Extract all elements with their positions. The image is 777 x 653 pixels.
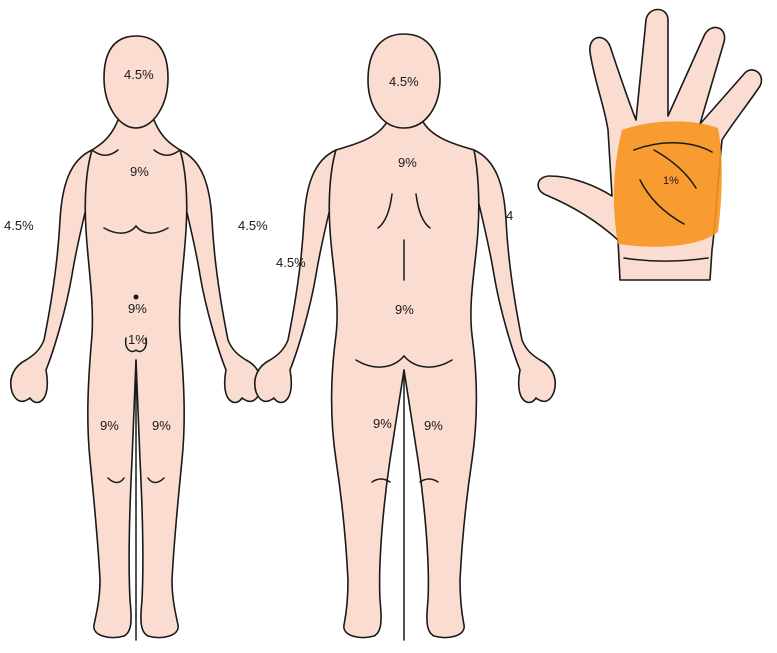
- front-head-label: 4.5%: [124, 68, 154, 81]
- back-leg-right-label: 9%: [373, 417, 392, 430]
- palm-figure: [538, 10, 761, 281]
- back-arm-right: [255, 150, 336, 403]
- front-arm-left: [180, 150, 261, 403]
- front-arm-left-label: 4.5%: [238, 219, 268, 232]
- front-genitals-label: 1%: [128, 333, 147, 346]
- back-lower-back-label: 9%: [395, 303, 414, 316]
- front-chest-label: 9%: [130, 165, 149, 178]
- back-leg-left-label: 9%: [424, 419, 443, 432]
- front-leg-right-label: 9%: [100, 419, 119, 432]
- palm-label: 1%: [663, 176, 679, 187]
- front-arm-right: [11, 150, 92, 403]
- front-navel: [134, 295, 139, 300]
- back-figure: [255, 34, 555, 640]
- back-arm-label: 4.5%: [276, 256, 306, 269]
- front-leg-left-label: 9%: [152, 419, 171, 432]
- back-upper-back-label: 9%: [398, 156, 417, 169]
- back-head-label: 4.5%: [389, 75, 419, 88]
- front-abdomen-label: 9%: [128, 302, 147, 315]
- front-arm-right-label: 4.5%: [4, 219, 34, 232]
- front-head: [104, 36, 168, 128]
- back-arm-cut-label: 4: [506, 209, 513, 222]
